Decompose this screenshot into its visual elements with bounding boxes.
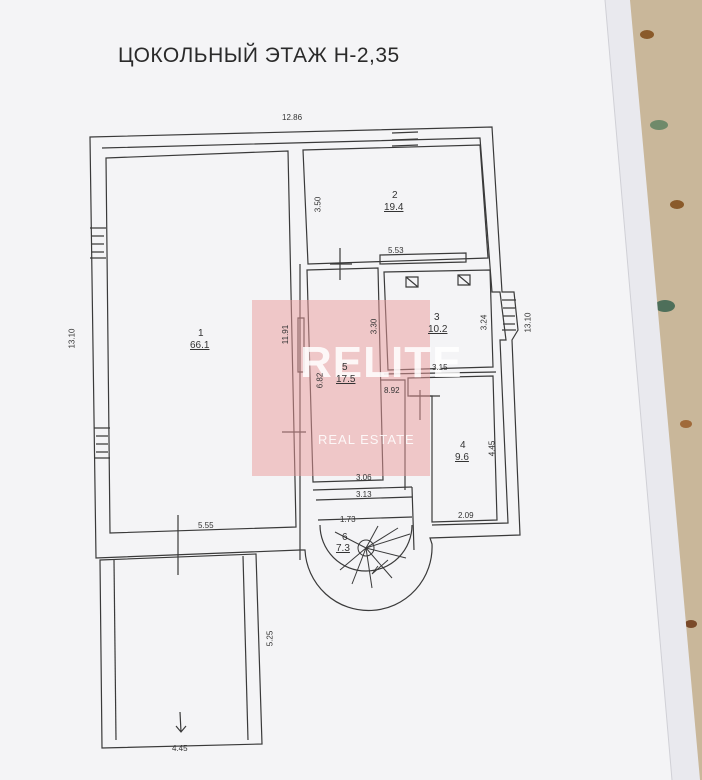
watermark-box bbox=[252, 300, 430, 476]
dim-left-height: 13.10 bbox=[67, 328, 77, 349]
dim-room3-right: 3.24 bbox=[479, 314, 489, 331]
dim-room3-bottom: 3.15 bbox=[432, 363, 448, 372]
watermark-text: RELITE bbox=[300, 338, 463, 387]
room-1-area: 66.1 bbox=[190, 340, 210, 351]
room-4-number: 4 bbox=[460, 440, 466, 451]
dim-stair-left: 1.73 bbox=[340, 515, 356, 524]
room-6-area: 7.3 bbox=[336, 543, 350, 554]
watermark-logo bbox=[252, 300, 430, 476]
room-6-number: 6 bbox=[342, 532, 348, 543]
room-3-area: 10.2 bbox=[428, 324, 448, 335]
dim-stair-top: 3.06 bbox=[356, 473, 372, 482]
dim-room2-height: 3.50 bbox=[313, 196, 323, 213]
page-title: ЦОКОЛЬНЫЙ ЭТАЖ Н-2,35 bbox=[118, 44, 400, 67]
dim-right-height: 13.10 bbox=[523, 312, 533, 333]
room-2-area: 19.4 bbox=[384, 202, 404, 213]
room-5-area: 17.5 bbox=[336, 374, 356, 385]
room-4-area: 9.6 bbox=[455, 452, 469, 463]
dim-top-width: 12.86 bbox=[282, 113, 303, 122]
watermark-subtext: REAL ESTATE bbox=[318, 432, 415, 447]
dim-room1-height: 11.91 bbox=[281, 324, 291, 345]
room-2-number: 2 bbox=[392, 190, 398, 201]
room-1-number: 1 bbox=[198, 328, 204, 339]
dim-stair-mid: 3.13 bbox=[356, 490, 372, 499]
dim-corridor: 8.92 bbox=[384, 386, 400, 395]
dim-room1-width: 5.55 bbox=[198, 521, 214, 530]
stair-treads bbox=[334, 525, 411, 589]
dim-room2-width: 5.53 bbox=[388, 246, 404, 255]
dim-annex-width: 4.45 bbox=[172, 744, 188, 753]
dim-room5-height: 6.82 bbox=[315, 372, 325, 389]
dim-room4-height: 4.45 bbox=[487, 440, 497, 457]
dim-annex-height: 5.25 bbox=[265, 630, 275, 647]
dim-room4-width: 2.09 bbox=[458, 511, 474, 520]
room-3-number: 3 bbox=[434, 312, 440, 323]
room-5-number: 5 bbox=[342, 362, 348, 373]
dim-room3-left: 3.30 bbox=[369, 318, 379, 335]
